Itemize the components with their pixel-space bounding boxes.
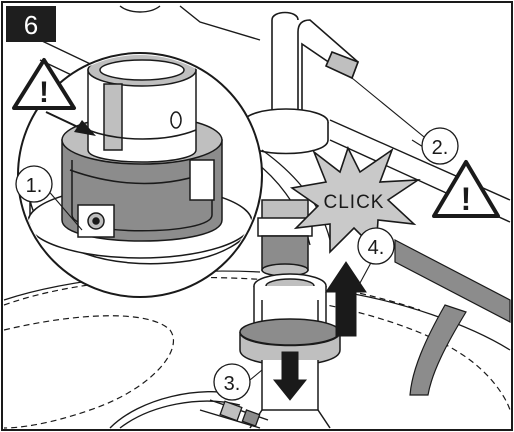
callout-1-label: 1. <box>26 175 43 197</box>
drain-strip <box>394 239 511 396</box>
callout-3: 3. <box>213 363 251 401</box>
step-badge: 6 <box>6 6 56 42</box>
hose-nut <box>219 400 261 427</box>
click-label: CLICK <box>324 192 385 213</box>
warning-mark-right: ! <box>461 181 472 217</box>
callout-4: 4. <box>357 227 395 265</box>
callout-2: 2. <box>421 127 459 165</box>
warning-mark-left: ! <box>39 76 49 109</box>
click-burst: CLICK <box>289 145 421 254</box>
insert-arrow <box>45 111 96 136</box>
callout-1: 1. <box>15 165 53 203</box>
step-number: 6 <box>24 10 38 40</box>
callout-4-label: 4. <box>368 237 385 259</box>
callout-2-label: 2. <box>432 137 449 159</box>
warning-triangle-left: ! <box>12 58 76 110</box>
detail-magnifier <box>17 52 263 298</box>
cartridge-upper <box>257 199 313 277</box>
warning-triangle-right: ! <box>432 160 500 218</box>
callout-3-label: 3. <box>224 373 241 395</box>
push-down-arrow <box>272 351 308 401</box>
push-up-arrow <box>325 261 367 337</box>
